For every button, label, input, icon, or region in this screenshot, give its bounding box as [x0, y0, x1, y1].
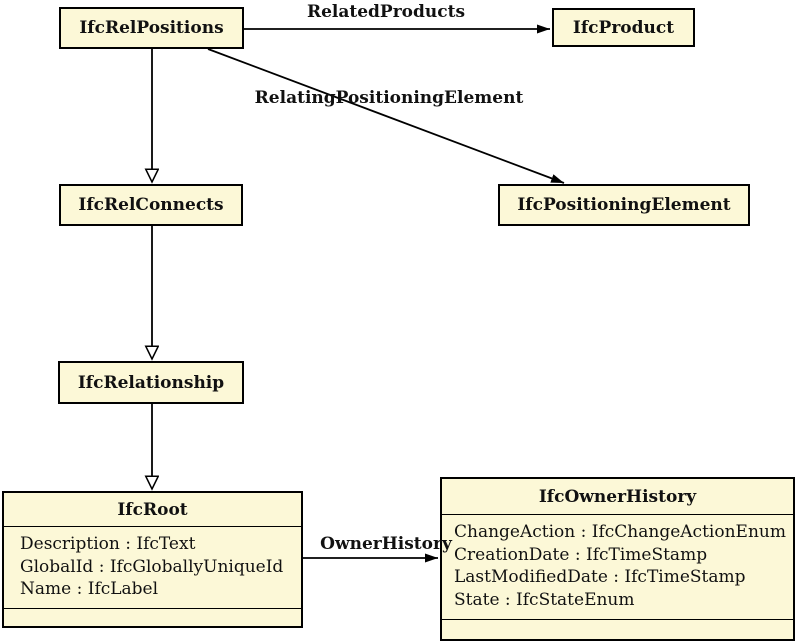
class-name-ifcrelconnects: IfcRelConnects — [78, 195, 224, 215]
class-name-ifcrelationship: IfcRelationship — [77, 372, 225, 393]
class-name-ifcownerhistory: IfcOwnerHistory — [538, 486, 697, 507]
edge-relatingpositioningelement-line — [207, 48, 565, 184]
class-box-ifcroot: IfcRoot Description : IfcText GlobalId :… — [2, 491, 303, 628]
attribute-globalid: GlobalId : IfcGloballyUniqueId — [20, 556, 284, 577]
attribute-name: Name : IfcLabel — [20, 579, 159, 599]
class-header-ifcroot: IfcRoot — [4, 493, 301, 527]
class-name-ifcproduct: IfcProduct — [572, 17, 675, 38]
class-box-ifcpositioningelement: IfcPositioningElement — [498, 184, 750, 226]
class-attributes-ifcroot: Description : IfcText GlobalId : IfcGlob… — [4, 527, 301, 609]
class-box-ifcproduct: IfcProduct — [552, 8, 695, 47]
edge-label-ownerhistory: OwnerHistory — [320, 534, 452, 554]
attribute-changeaction: ChangeAction : IfcChangeActionEnum — [454, 522, 786, 542]
class-name-ifcpositioningelement: IfcPositioningElement — [517, 195, 731, 215]
class-box-ifcrelationship: IfcRelationship — [58, 361, 244, 404]
class-box-ifcrelconnects: IfcRelConnects — [59, 184, 243, 226]
class-attributes-ifcownerhistory: ChangeAction : IfcChangeActionEnum Creat… — [442, 515, 793, 620]
edge-label-relatingpositioningelement: RelatingPositioningElement — [254, 88, 524, 108]
class-name-ifcroot: IfcRoot — [117, 499, 188, 520]
attribute-state: State : IfcStateEnum — [454, 589, 635, 610]
class-header-ifcownerhistory: IfcOwnerHistory — [442, 479, 793, 515]
attribute-lastmodifieddate: LastModifiedDate : IfcTimeStamp — [454, 567, 746, 587]
class-name-ifcrelpositions: IfcRelPositions — [79, 18, 224, 38]
class-box-ifcownerhistory: IfcOwnerHistory ChangeAction : IfcChange… — [440, 477, 795, 641]
class-box-ifcrelpositions: IfcRelPositions — [59, 7, 244, 49]
class-operations-ifcroot — [4, 609, 301, 626]
attribute-creationdate: CreationDate : IfcTimeStamp — [454, 544, 708, 565]
class-operations-ifcownerhistory — [442, 620, 793, 639]
attribute-description: Description : IfcText — [20, 534, 196, 554]
edge-label-relatedproducts: RelatedProducts — [306, 2, 466, 22]
